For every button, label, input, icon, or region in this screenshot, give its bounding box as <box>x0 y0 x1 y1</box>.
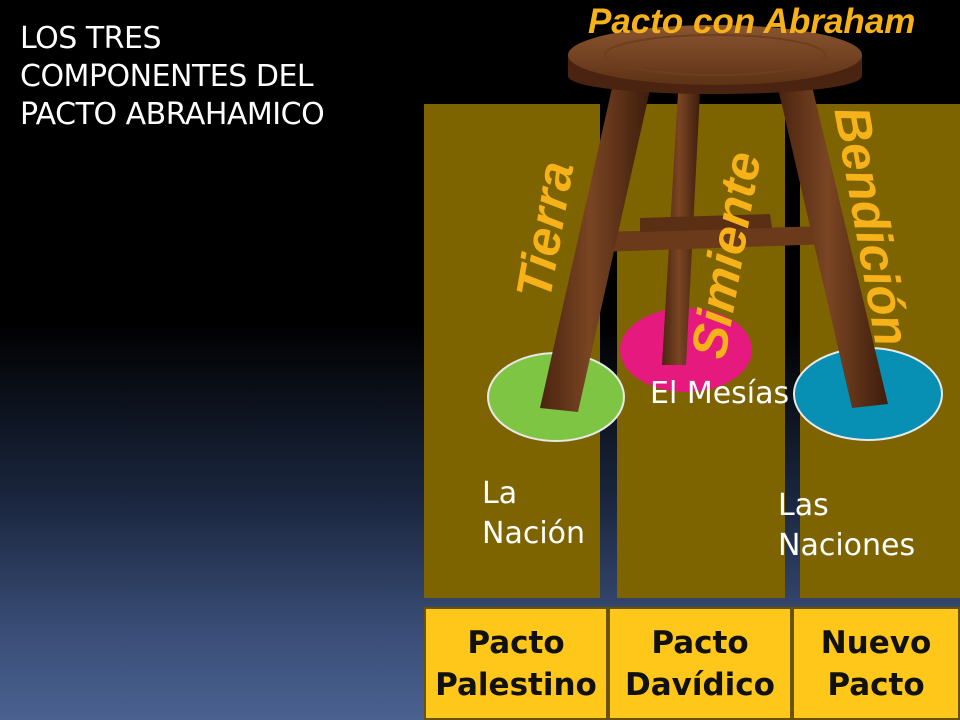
covenant-label-davidico: Pacto Davídico <box>625 624 775 703</box>
stool-seat-grain <box>604 34 826 76</box>
covenant-box-palestino: Pacto Palestino <box>424 607 608 720</box>
stool-top-label: Pacto con Abraham <box>588 2 916 41</box>
stool-leg-right <box>778 86 888 408</box>
stool-stretcher-2 <box>640 214 772 232</box>
covenant-box-nuevo: Nuevo Pacto <box>792 607 960 720</box>
column-text-la-nacion: La Nación <box>482 476 586 551</box>
stool-stretcher <box>600 226 830 252</box>
slide-title: LOS TRES COMPONENTES DEL PACTO ABRAHAMIC… <box>20 21 325 132</box>
column-text-las-naciones: Las Naciones <box>778 488 916 563</box>
stool-leg-left <box>540 88 650 412</box>
covenant-box-davidico: Pacto Davídico <box>608 607 792 720</box>
covenant-label-palestino: Pacto Palestino <box>435 624 597 703</box>
covenant-label-nuevo: Nuevo Pacto <box>820 624 932 703</box>
column-text-el-mesias: El Mesías <box>650 376 790 411</box>
